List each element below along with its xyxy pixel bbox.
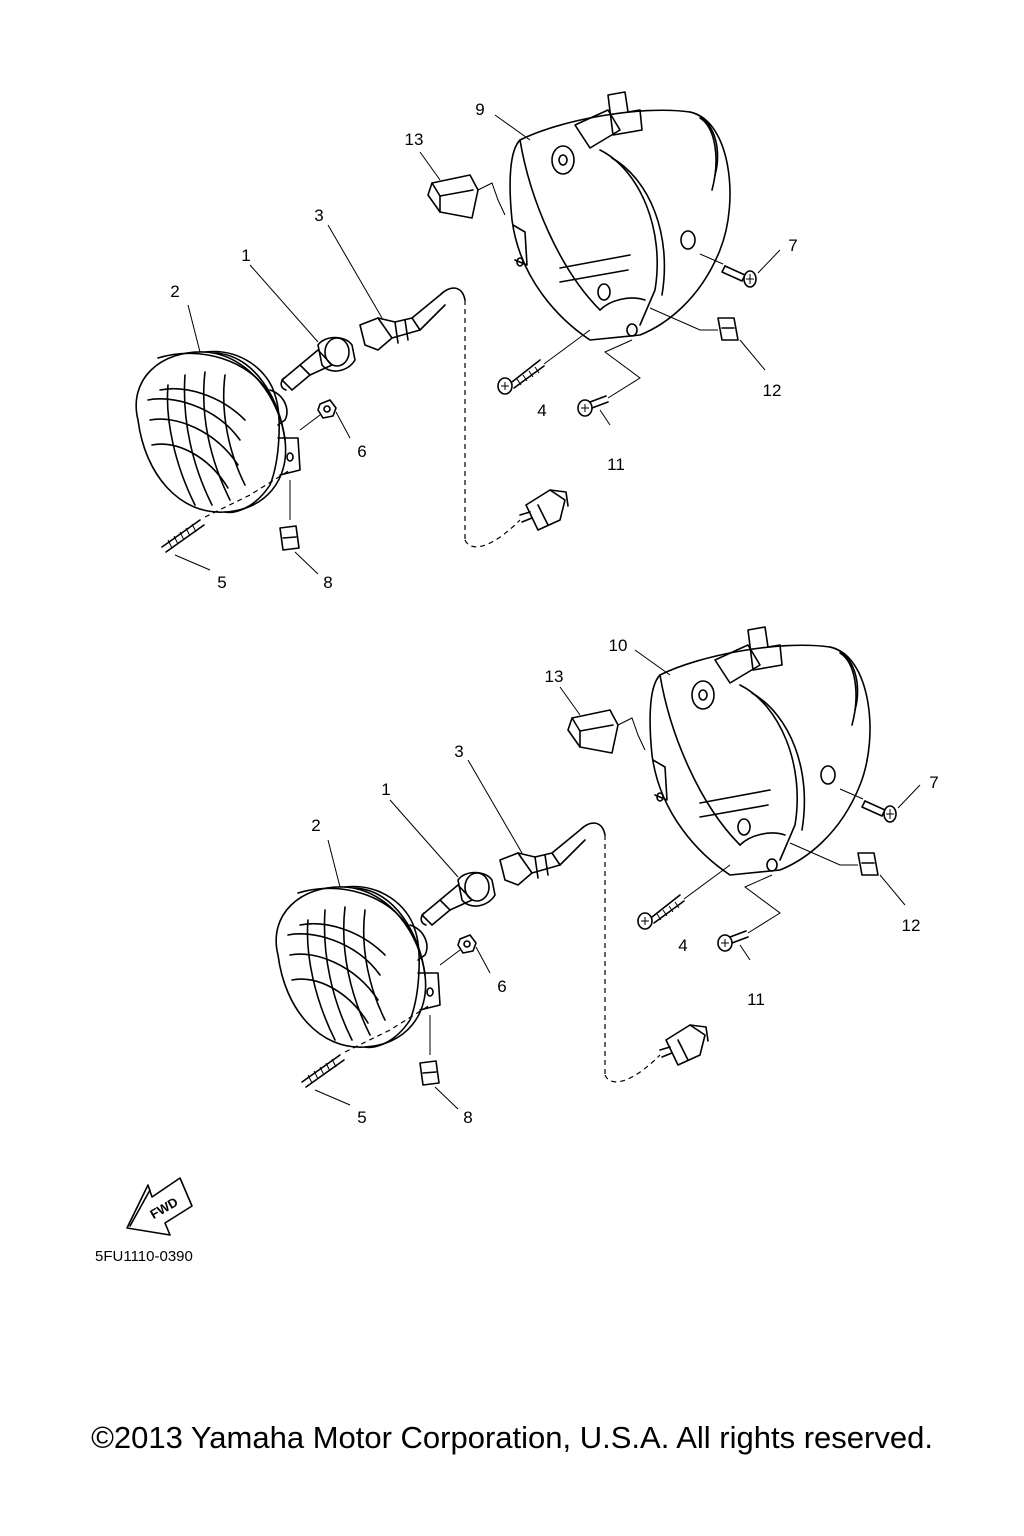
callout-11: 11 — [607, 455, 625, 474]
callout-13: 13 — [404, 130, 424, 149]
callout-4: 4 — [537, 401, 547, 420]
assembly-upper — [135, 91, 781, 575]
callout-4: 4 — [678, 936, 688, 955]
assembly-lower — [275, 626, 921, 1110]
callout-10: 10 — [608, 636, 628, 655]
callout-11: 11 — [747, 990, 765, 1009]
callout-13: 13 — [544, 667, 564, 686]
callout-6: 6 — [497, 977, 507, 996]
callout-1: 1 — [381, 780, 391, 799]
fwd-arrow-icon — [126, 1177, 193, 1236]
callout-12: 12 — [762, 381, 782, 400]
callout-8: 8 — [323, 573, 333, 592]
callout-8: 8 — [463, 1108, 473, 1127]
callout-6: 6 — [357, 442, 367, 461]
callout-2: 2 — [311, 816, 321, 835]
copyright-notice: ©2013 Yamaha Motor Corporation, U.S.A. A… — [91, 1420, 933, 1455]
callout-1: 1 — [241, 246, 251, 265]
callout-7: 7 — [788, 236, 798, 255]
callout-5: 5 — [217, 573, 227, 592]
callout-5: 5 — [357, 1108, 367, 1127]
callout-12: 12 — [901, 916, 921, 935]
callout-3: 3 — [314, 206, 324, 225]
drawing-code: 5FU1110-0390 — [95, 1248, 193, 1265]
callout-7: 7 — [929, 773, 939, 792]
callout-3: 3 — [454, 742, 464, 761]
callout-2: 2 — [170, 282, 180, 301]
callout-9: 9 — [475, 100, 485, 119]
